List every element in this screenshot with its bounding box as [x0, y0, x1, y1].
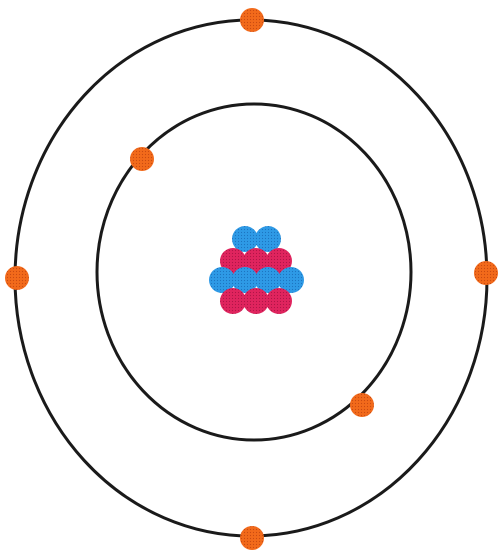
proton	[266, 288, 292, 314]
proton	[243, 288, 269, 314]
electron	[240, 8, 264, 32]
electron	[350, 393, 374, 417]
nucleus	[209, 226, 304, 314]
electron	[5, 266, 29, 290]
electron	[474, 261, 498, 285]
neutron	[255, 226, 281, 252]
proton	[220, 288, 246, 314]
neutron	[232, 226, 258, 252]
electron	[130, 147, 154, 171]
electron	[240, 526, 264, 550]
